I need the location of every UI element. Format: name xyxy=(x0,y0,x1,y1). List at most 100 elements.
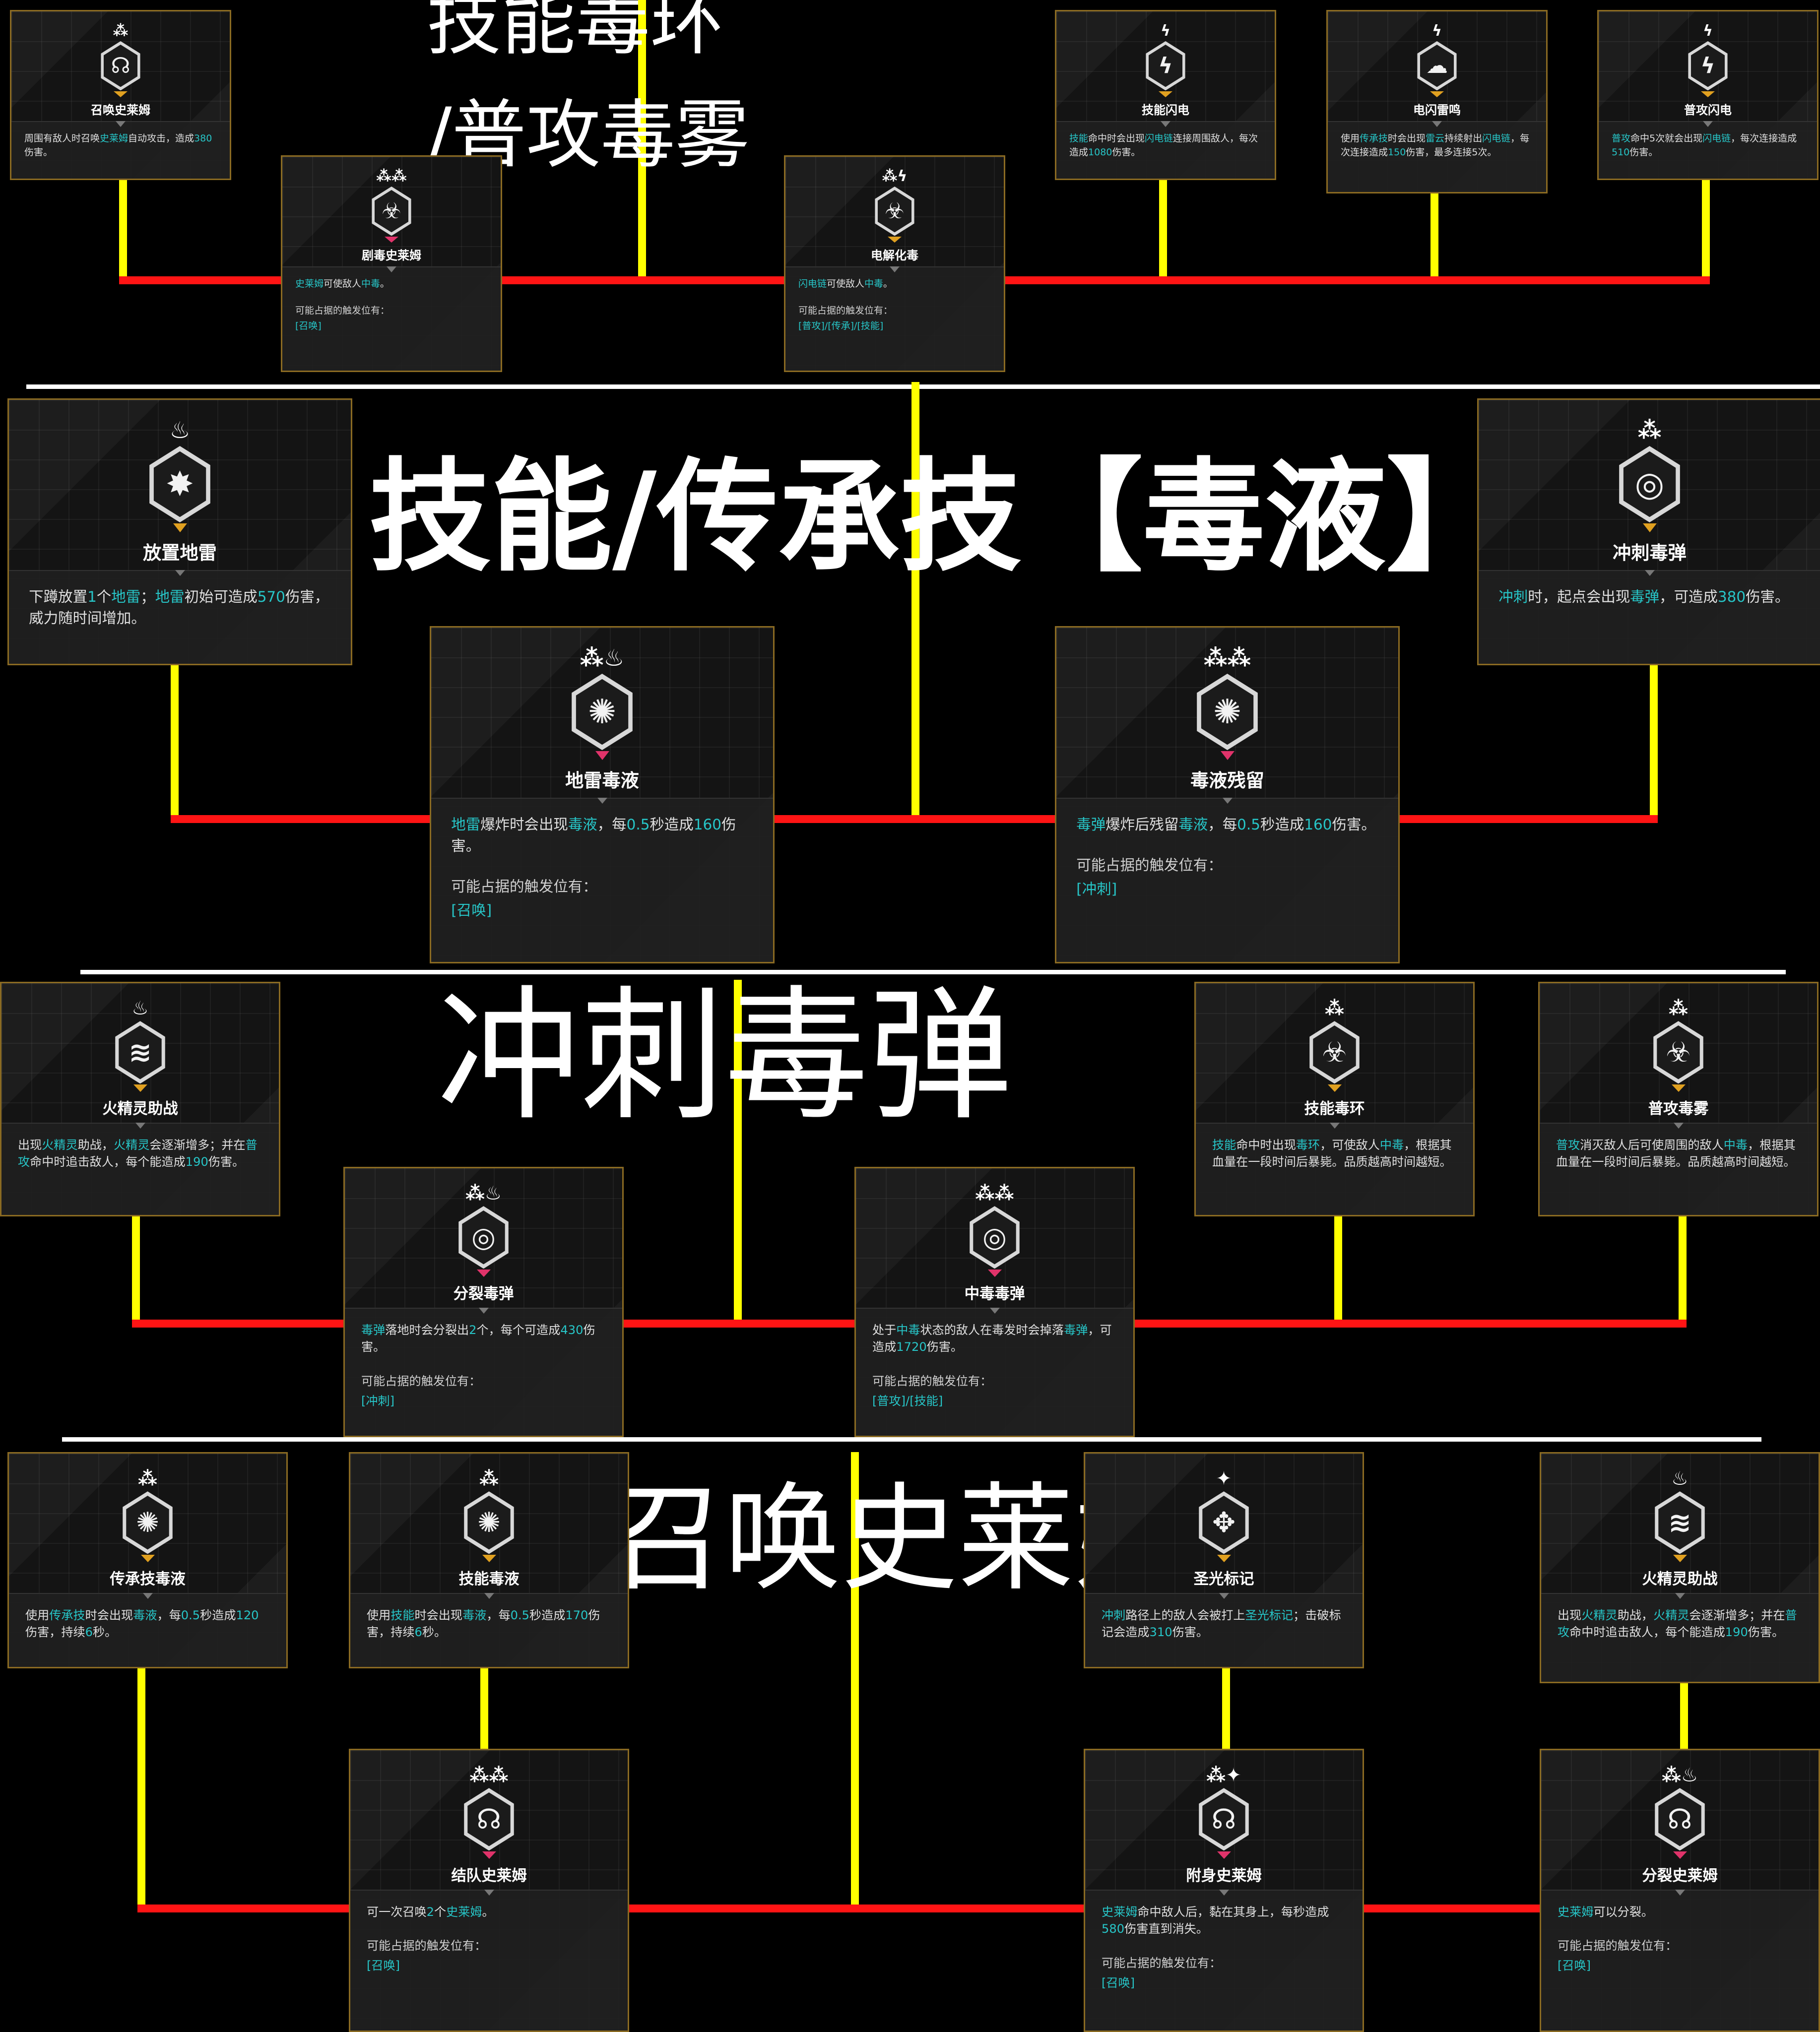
skill-card-skill-venom[interactable]: ⁂✺技能毒液使用技能时会出现毒液，每0.5秒造成170伤害，持续6秒。 xyxy=(349,1452,629,1668)
skill-glyph-icon: ☣ xyxy=(877,190,912,233)
chevron-down-icon xyxy=(987,1270,1002,1277)
highlight-term: 毒弹 xyxy=(1076,816,1106,833)
skill-icon: ✸ xyxy=(149,446,210,522)
description-text: ，可造成 xyxy=(872,1323,1112,1354)
skill-icon: ◎ xyxy=(458,1206,509,1269)
description-text: 伤害。 xyxy=(1332,816,1376,833)
skill-title: 电闪雷鸣 xyxy=(1413,103,1461,118)
category-icon: ⁂♨ xyxy=(465,1182,502,1204)
trigger-slots: [召唤] xyxy=(1102,1976,1135,1990)
highlight-term: 冲刺 xyxy=(1498,588,1528,606)
skill-description: 可一次召唤2个史莱姆。 xyxy=(350,1891,628,1920)
category-icon: ✦ xyxy=(1216,1467,1232,1489)
skill-icon: ☣ xyxy=(1653,1021,1703,1084)
skill-icon: ☊ xyxy=(101,41,140,91)
connector xyxy=(137,1667,145,1908)
description-text: 可使敌人 xyxy=(827,278,865,290)
skill-title: 毒液残留 xyxy=(1190,769,1264,791)
highlight-term: 火精灵 xyxy=(1581,1608,1618,1622)
highlight-term: 580 xyxy=(1102,1922,1125,1936)
skill-glyph-icon: ☣ xyxy=(1313,1025,1356,1080)
skill-card-venom-residue[interactable]: ⁂⁂✺毒液残留毒弹爆炸后残留毒液，每0.5秒造成160伤害。可能占据的触发位有：… xyxy=(1055,626,1400,963)
skill-card-legacy-venom[interactable]: ⁂✺传承技毒液使用传承技时会出现毒液，每0.5秒造成120伤害，持续6秒。 xyxy=(7,1452,288,1668)
skill-glyph-icon: ✺ xyxy=(1201,679,1254,745)
skill-card-fire-sprite[interactable]: ♨≋火精灵助战出现火精灵助战，火精灵会逐渐增多；并在普攻命中时追击敌人，每个能造… xyxy=(0,982,280,1216)
highlight-term: 380 xyxy=(194,133,212,144)
trigger-label: 可能占据的触发位有： xyxy=(1102,1956,1222,1970)
skill-card-poisoned-bomb[interactable]: ⁂⁂◎中毒毒弹处于中毒状态的敌人在毒发时会掉落毒弹，可造成1720伤害。可能占据… xyxy=(854,1167,1135,1437)
description-text: 伤害。 xyxy=(1112,146,1141,158)
description-panel: 可一次召唤2个史莱姆。可能占据的触发位有：[召唤] xyxy=(350,1890,628,2031)
highlight-term: 火精灵 xyxy=(114,1138,150,1152)
skill-description: 使用传承技时会出现雷云持续射出闪电链，每次连接造成150伤害，最多连接5次。 xyxy=(1328,122,1546,159)
skill-title: 地雷毒液 xyxy=(565,769,639,791)
highlight-term: 0.5 xyxy=(1237,816,1260,833)
skill-card-mine-venom[interactable]: ⁂♨✺地雷毒液地雷爆炸时会出现毒液，每0.5秒造成160伤害。可能占据的触发位有… xyxy=(430,626,775,963)
skill-icon: ☊ xyxy=(464,1788,514,1851)
panel-notch xyxy=(1161,121,1170,127)
skill-card-summon-slime[interactable]: ⁂☊召唤史莱姆周围有敌人时召唤史莱姆自动攻击，造成380伤害。 xyxy=(10,10,231,180)
trigger-slots: [召唤] xyxy=(1558,1959,1591,1973)
description-text: ，每 xyxy=(597,816,627,833)
description-text: 落地时会分裂出 xyxy=(385,1323,469,1337)
trigger-slots: [召唤] xyxy=(367,1959,400,1973)
skill-icon: ☊ xyxy=(1655,1788,1705,1851)
skill-card-holy-mark[interactable]: ✦✥圣光标记冲刺路径上的敌人会被打上圣光标记；击破标记会造成310伤害。 xyxy=(1084,1452,1364,1668)
skill-glyph-icon: ϟ xyxy=(1148,44,1183,87)
highlight-term: 地雷 xyxy=(155,588,185,606)
skill-description: 冲刺时，起点会出现毒弹，可造成380伤害。 xyxy=(1479,571,1820,608)
highlight-term: 1720 xyxy=(896,1340,927,1354)
skill-card-dash-poison-bomb[interactable]: ⁂◎冲刺毒弹冲刺时，起点会出现毒弹，可造成380伤害。 xyxy=(1477,398,1820,665)
skill-icon: ☣ xyxy=(875,187,914,236)
skill-icon: ✺ xyxy=(572,674,633,750)
description-text: 。 xyxy=(883,278,893,290)
panel-notch xyxy=(387,266,396,273)
skill-card-toxic-slime[interactable]: ⁂⁂☣剧毒史莱姆史莱姆可使敌人中毒。可能占据的触发位有：[召唤] xyxy=(281,155,502,372)
description-text: 伤害，威力随时间增加。 xyxy=(29,588,329,627)
description-text: 处于 xyxy=(872,1323,897,1337)
highlight-term: 毒液 xyxy=(568,816,597,833)
skill-card-attack-poison-fog[interactable]: ⁂☣普攻毒雾普攻消灭敌人后可使周围的敌人中毒，根据其血量在一段时间后暴毙。品质越… xyxy=(1538,982,1819,1216)
connector xyxy=(1702,180,1710,276)
description-text: 个 xyxy=(434,1905,447,1919)
skill-card-split-poison-bomb[interactable]: ⁂♨◎分裂毒弹毒弹落地时会分裂出2个，每个可造成430伤害。可能占据的触发位有：… xyxy=(343,1167,624,1437)
description-text: 自动攻击，造成 xyxy=(128,133,195,144)
panel-notch xyxy=(478,1308,489,1314)
skill-description: 使用传承技时会出现毒液，每0.5秒造成120伤害，持续6秒。 xyxy=(9,1594,286,1641)
highlight-term: 史莱姆 xyxy=(1558,1905,1594,1919)
description-text: 秒造成 xyxy=(200,1608,236,1622)
chevron-down-icon xyxy=(1159,91,1172,98)
highlight-term: 圣光标记 xyxy=(1245,1608,1294,1622)
description-text: 命中5次就会出现 xyxy=(1630,133,1703,144)
skill-card-thunderstorm[interactable]: ϟ☁电闪雷鸣使用传承技时会出现雷云持续射出闪电链，每次连接造成150伤害，最多连… xyxy=(1326,10,1548,193)
description-text: 秒。 xyxy=(93,1625,117,1640)
skill-card-team-slime[interactable]: ⁂⁂☊结队史莱姆可一次召唤2个史莱姆。可能占据的触发位有：[召唤] xyxy=(349,1749,629,2032)
highlight-term: 190 xyxy=(185,1155,208,1169)
skill-card-fire-sprite[interactable]: ♨≋火精灵助战出现火精灵助战，火精灵会逐渐增多；并在普攻命中时追击敌人，每个能造… xyxy=(1540,1452,1820,1683)
trigger-label: 可能占据的触发位有： xyxy=(1076,856,1223,874)
description-text: 使用 xyxy=(367,1608,391,1622)
connector xyxy=(1222,1667,1230,1749)
section-divider xyxy=(26,384,1820,389)
chevron-down-icon xyxy=(1217,1851,1231,1859)
skill-description: 出现火精灵助战，火精灵会逐渐增多；并在普攻命中时追击敌人，每个能造成190伤害。 xyxy=(1541,1594,1819,1641)
skill-card-skill-poison-ring[interactable]: ⁂☣技能毒环技能命中时出现毒环，可使敌人中毒，根据其血量在一段时间后暴毙。品质越… xyxy=(1194,982,1475,1216)
skill-glyph-icon: ✥ xyxy=(1202,1496,1245,1550)
skill-card-electro-poison[interactable]: ⁂ϟ☣电解化毒闪电链可使敌人中毒。可能占据的触发位有：[普攻]/[传承]/[技能… xyxy=(784,155,1005,372)
highlight-term: 史莱姆 xyxy=(446,1905,482,1919)
connector xyxy=(1334,1215,1342,1323)
highlight-term: 火精灵 xyxy=(42,1138,78,1152)
skill-card-possess-slime[interactable]: ⁂✦☊附身史莱姆史莱姆命中敌人后，黏在其身上，每秒造成580伤害直到消失。可能占… xyxy=(1084,1749,1364,2032)
category-icon: ⁂♨ xyxy=(1661,1764,1698,1786)
skill-title: 冲刺毒弹 xyxy=(1613,542,1687,564)
description-text: 可使敌人 xyxy=(324,278,362,290)
description-panel: 技能命中时会出现闪电链连接周围敌人，每次造成1080伤害。 xyxy=(1056,121,1275,179)
skill-icon: ☣ xyxy=(1309,1021,1360,1084)
description-text: 伤害。 xyxy=(451,816,736,854)
skill-icon: ✺ xyxy=(1197,674,1258,750)
skill-card-split-slime[interactable]: ⁂♨☊分裂史莱姆史莱姆可以分裂。可能占据的触发位有：[召唤] xyxy=(1540,1749,1820,2032)
description-text: 消灭敌人后可使周围的敌人 xyxy=(1580,1138,1724,1152)
skill-card-place-mine[interactable]: ♨✸放置地雷下蹲放置1个地雷；地雷初始可造成570伤害，威力随时间增加。 xyxy=(7,398,352,665)
